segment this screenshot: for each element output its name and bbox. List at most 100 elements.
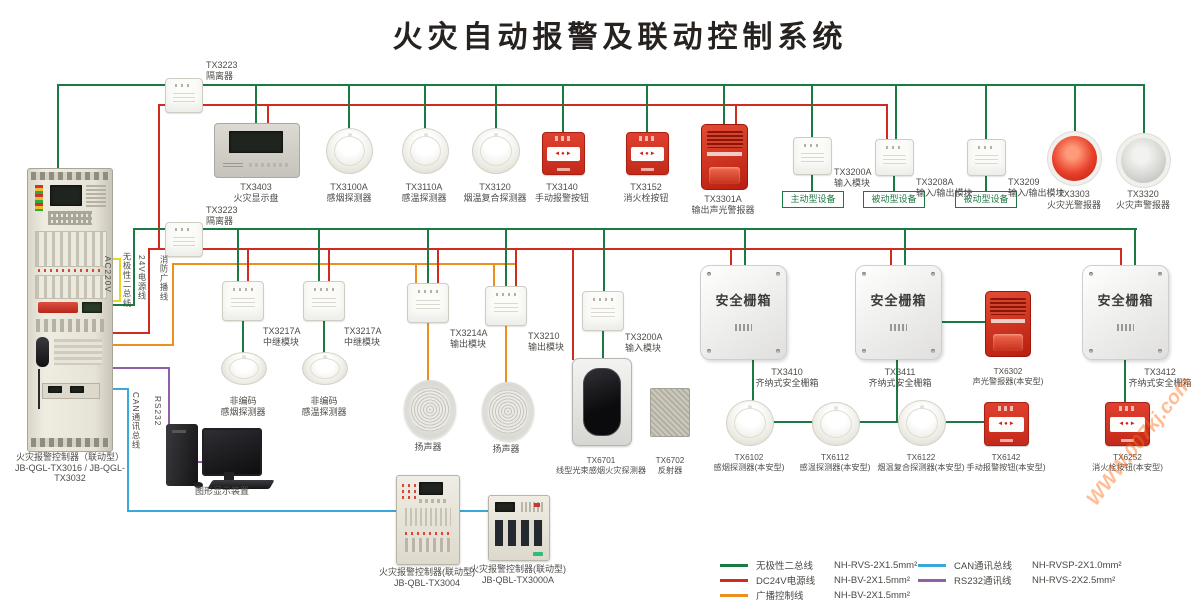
drop-out2-green xyxy=(505,228,507,287)
device-tx3410-barrier-box: 安全栅箱 xyxy=(700,265,787,360)
link-out2-speaker xyxy=(505,324,507,383)
drop-bar2-red xyxy=(890,248,892,266)
ac-wire xyxy=(119,258,121,302)
device-tx6302-is-sounder-strobe xyxy=(985,291,1031,357)
device-tx3200a-input-module-2 xyxy=(582,291,624,331)
device-speaker-2 xyxy=(482,382,534,441)
drop-tx3301a-green xyxy=(723,84,725,125)
drop-tx3320 xyxy=(1143,84,1145,137)
drop-out1-orange xyxy=(415,263,417,284)
label-noncoded-smoke: 非编码感烟探测器 xyxy=(220,396,266,417)
device-tx6252-is-hydrant-button: ◄●► xyxy=(1105,402,1150,446)
device-tx3200a-input-module-1 xyxy=(793,137,832,175)
label-main-cabinet: 火灾报警控制器（联动型）JB-QGL-TX3016 / JB-QGL-TX303… xyxy=(14,452,126,483)
device-tx3209-io-module xyxy=(967,139,1006,176)
device-jb-qbl-tx3000a-controller xyxy=(488,495,550,561)
link-rpt1-detector xyxy=(242,319,244,353)
drop-tx3403-red xyxy=(267,104,269,124)
link-active-tag xyxy=(811,173,813,192)
drop-tx3208a-red xyxy=(886,104,888,140)
bus2-green-wire xyxy=(133,228,1137,230)
device-tx3140-manual-call-point: ◄●► xyxy=(542,132,585,175)
device-tx3152-hydrant-button: ◄●► xyxy=(626,132,669,175)
device-tx3110a-heat-detector xyxy=(402,128,449,174)
link-in2-beam xyxy=(602,329,604,359)
device-tx3210-output-module xyxy=(485,286,527,326)
legend-can-swatch xyxy=(918,563,946,567)
label-jb-qbl-tx3000a: 火灾报警控制器(联动型)JB-QBL-TX3000A xyxy=(470,564,566,585)
bus2-red-leg-wire xyxy=(148,248,150,334)
rs232-vertical-wire xyxy=(168,367,170,463)
link-out1-speaker xyxy=(427,321,429,381)
link-passive-tag-1 xyxy=(893,174,895,192)
label-speaker-1: 扬声器 xyxy=(414,442,442,452)
rs232-to-pc-wire xyxy=(168,461,228,463)
label-ac220v: AC220V xyxy=(103,256,113,293)
drop-bar1-green xyxy=(744,228,746,266)
drop-in2-green xyxy=(603,228,605,292)
drop-out1-red xyxy=(437,248,439,284)
is-detector-chain-wire xyxy=(752,421,988,423)
drop-out2-red xyxy=(515,248,517,287)
legend-dc24v-swatch xyxy=(720,578,748,582)
drop-rpt1-red xyxy=(247,248,249,282)
drop-tx3303 xyxy=(1074,84,1076,135)
drop-bar3-green xyxy=(1134,228,1136,266)
drop-bar2-green xyxy=(904,228,906,266)
drop-tx3110a xyxy=(424,84,426,130)
drop-tx3209 xyxy=(985,84,987,140)
label-speaker-2: 扬声器 xyxy=(492,444,520,454)
drop-tx3200a-1 xyxy=(811,84,813,138)
bus1-green-wire xyxy=(57,84,1143,86)
device-tx3301a-sounder-strobe xyxy=(701,124,748,190)
link-rpt2-detector xyxy=(323,319,325,353)
device-tx3217a-repeater-1 xyxy=(222,281,264,321)
ac-wire-bottom xyxy=(106,300,121,302)
device-graphic-display-computer xyxy=(166,422,276,490)
link-bar1-tx6102 xyxy=(752,358,754,403)
bus1-green-leg-wire xyxy=(57,84,59,168)
device-tx3100a-smoke-detector xyxy=(326,128,373,174)
legend-bus-swatch xyxy=(720,563,748,567)
drop-bar3-red xyxy=(1120,248,1122,266)
bus2-green-stub-wire xyxy=(106,304,135,306)
device-tx3320-fire-sounder xyxy=(1121,138,1166,183)
rs232-stub-wire xyxy=(106,367,168,369)
drop-tx3403-green xyxy=(255,84,257,124)
can-horizontal-wire xyxy=(127,510,492,512)
label-dc24v-wire: 24V电源线 xyxy=(137,255,147,301)
link-bar3-tx6252 xyxy=(1124,358,1126,403)
device-noncoded-smoke-detector xyxy=(221,352,267,385)
tag-passive-device-1: 被动型设备 xyxy=(863,191,925,208)
drop-tx3152 xyxy=(646,84,648,133)
bus1-red-leg-wire xyxy=(158,104,160,250)
device-main-fire-alarm-cabinet xyxy=(27,168,113,452)
device-tx3303-fire-strobe xyxy=(1052,136,1097,181)
device-tx6702-reflector xyxy=(650,388,690,437)
device-tx3223-isolator-1 xyxy=(165,78,203,113)
label-noncoded-heat: 非编码感温探测器 xyxy=(301,396,347,417)
